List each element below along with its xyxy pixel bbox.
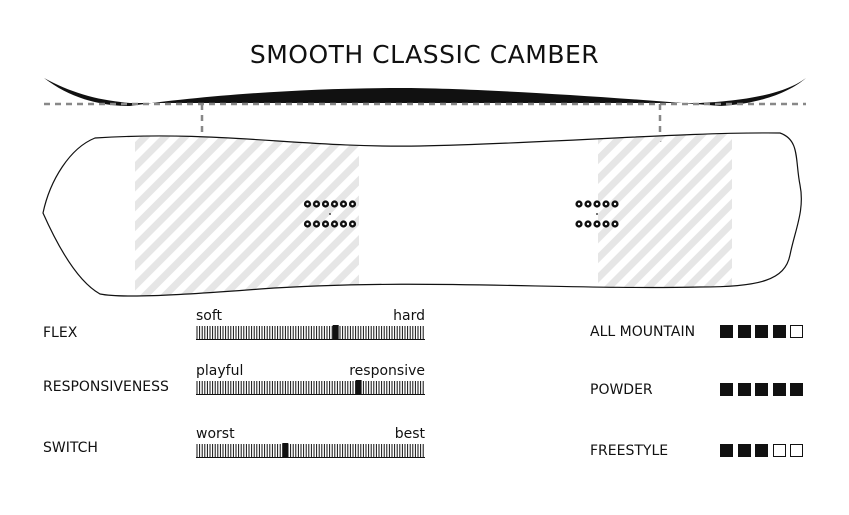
flex-scale: soft hard: [196, 308, 425, 348]
center-mark: [329, 213, 331, 215]
insert-hole: [595, 202, 599, 206]
rating-boxes: [720, 325, 810, 341]
metric-label: SWITCH: [43, 440, 98, 456]
rating-box-filled: [720, 325, 733, 338]
insert-hole: [333, 202, 336, 206]
insert-hole: [604, 222, 608, 226]
insert-hole: [613, 202, 617, 206]
rating-box-filled: [755, 444, 768, 457]
insert-hole: [342, 202, 345, 206]
insert-hole: [351, 222, 354, 226]
rear-binding-zone: [598, 132, 732, 297]
scale-min-label: soft: [196, 308, 223, 324]
rating-label: POWDER: [590, 382, 653, 398]
rating-label: ALL MOUNTAIN: [590, 324, 696, 340]
insert-hole: [324, 222, 327, 226]
insert-hole: [306, 202, 309, 206]
rating-box-filled: [720, 383, 733, 396]
insert-hole: [324, 202, 327, 206]
insert-hole: [315, 202, 318, 206]
center-mark: [596, 213, 598, 215]
rating-boxes: [720, 444, 810, 460]
scale-min-label: playful: [196, 363, 244, 379]
insert-hole: [586, 202, 590, 206]
rating-box-filled: [755, 383, 768, 396]
scale-max-label: responsive: [349, 363, 425, 379]
page-title: SMOOTH CLASSIC CAMBER: [249, 40, 600, 69]
insert-hole: [333, 222, 336, 226]
rating-boxes: [720, 383, 810, 399]
metric-label: FLEX: [43, 325, 78, 341]
rating-box-filled: [772, 383, 786, 396]
rating-box-empty: [790, 325, 803, 338]
responsiveness-scale: playful responsive: [196, 363, 425, 403]
scale-marker: [332, 325, 339, 340]
rating-box-filled: [737, 383, 751, 396]
insert-hole: [604, 202, 608, 206]
scale-bar: [196, 443, 425, 458]
insert-hole: [577, 202, 581, 206]
insert-hole: [595, 222, 599, 226]
snowboard-illustration: [42, 78, 806, 297]
insert-hole: [306, 222, 309, 226]
camber-profile: [44, 78, 806, 142]
metric-label: RESPONSIVENESS: [43, 379, 169, 395]
insert-hole: [351, 202, 354, 206]
rating-box-filled: [772, 325, 786, 338]
rating-box-empty: [772, 444, 786, 457]
rating-box-filled: [755, 325, 768, 338]
insert-hole: [586, 222, 590, 226]
rating-box-filled: [790, 383, 803, 396]
rating-box-filled: [737, 444, 751, 457]
rating-box-filled: [720, 444, 733, 457]
switch-scale: worst best: [196, 426, 425, 466]
scale-min-label: worst: [196, 426, 235, 442]
rating-label: FREESTYLE: [590, 443, 669, 459]
scale-max-label: best: [394, 426, 425, 442]
insert-hole: [577, 222, 581, 226]
insert-hole: [342, 222, 345, 226]
rear-inserts: [575, 200, 619, 228]
rating-box-empty: [790, 444, 803, 457]
rating-box-filled: [737, 325, 751, 338]
scale-marker: [282, 443, 289, 458]
scale-bar: [196, 325, 425, 340]
insert-hole: [315, 222, 318, 226]
board-outline: [42, 132, 802, 297]
scale-max-label: hard: [393, 308, 425, 324]
insert-hole: [613, 222, 617, 226]
front-inserts: [303, 200, 357, 228]
scale-marker: [355, 380, 362, 395]
scale-bar: [196, 380, 425, 395]
front-binding-zone: [135, 132, 359, 297]
